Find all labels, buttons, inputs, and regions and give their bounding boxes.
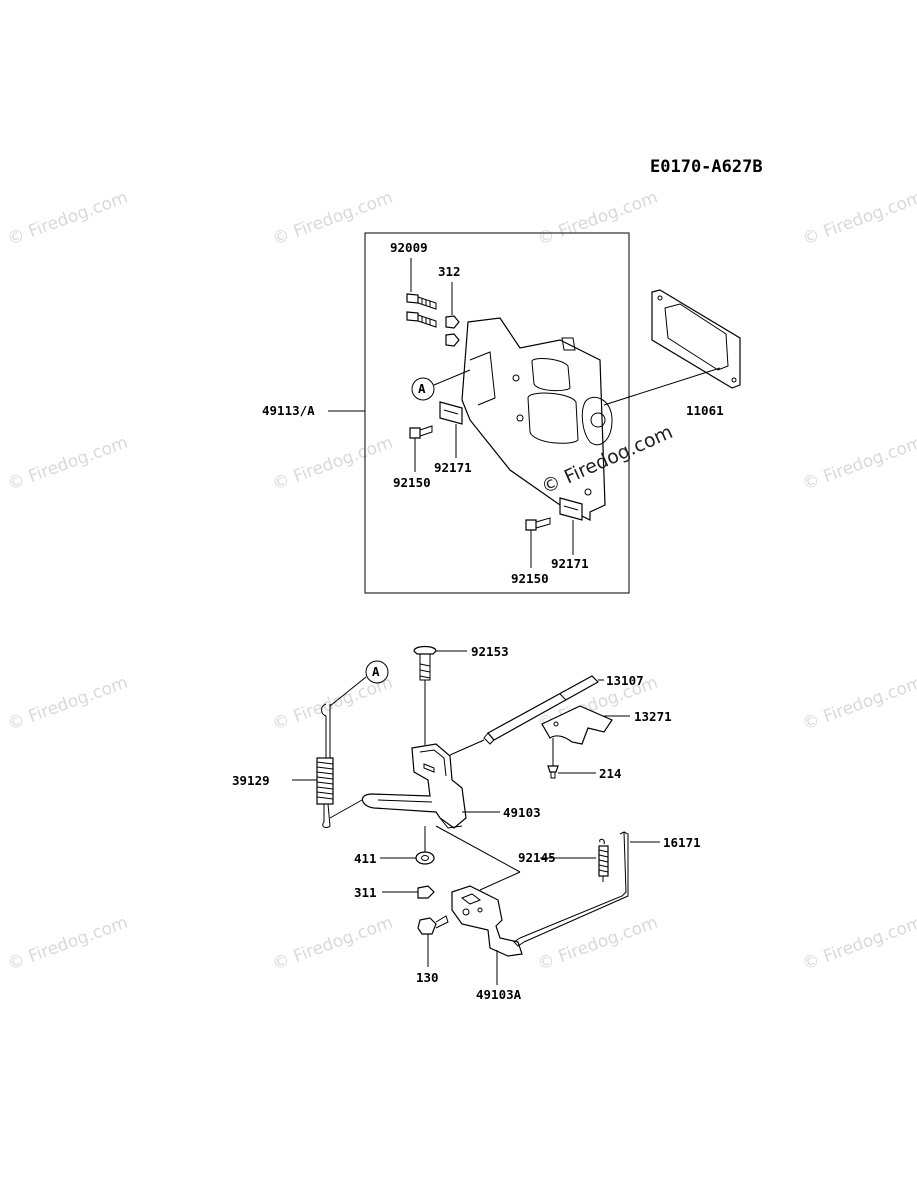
watermark: © Firedog.com bbox=[800, 913, 917, 975]
label-49103: 49103 bbox=[503, 805, 541, 820]
diagram-code: E0170-A627B bbox=[650, 157, 763, 177]
leader-callout-a-top bbox=[433, 369, 471, 386]
watermark: © Firedog.com bbox=[270, 188, 396, 250]
axis-92145-a bbox=[435, 825, 521, 873]
label-92150-left: 92150 bbox=[393, 475, 431, 490]
nut-312-upper bbox=[445, 315, 460, 329]
bolt-92150-left bbox=[409, 425, 433, 439]
label-13107: 13107 bbox=[606, 673, 644, 688]
watermark: © Firedog.com bbox=[800, 673, 917, 735]
leader-callout-a-bottom bbox=[329, 676, 367, 707]
watermark: © Firedog.com bbox=[5, 433, 131, 495]
label-92145: 92145 bbox=[518, 850, 556, 865]
label-130: 130 bbox=[416, 970, 439, 985]
label-13271: 13271 bbox=[634, 709, 672, 724]
axis-13107 bbox=[449, 739, 485, 756]
label-16171: 16171 bbox=[663, 835, 701, 850]
label-11061: 11061 bbox=[686, 403, 724, 418]
watermark: © Firedog.com bbox=[5, 673, 131, 735]
washer-411 bbox=[415, 851, 435, 865]
watermark: © Firedog.com bbox=[800, 188, 917, 250]
label-92171-right: 92171 bbox=[551, 556, 589, 571]
plate-13271 bbox=[541, 705, 613, 745]
label-312: 312 bbox=[438, 264, 461, 279]
bolt-92150-right bbox=[525, 517, 551, 531]
watermark: © Firedog.com bbox=[535, 913, 661, 975]
label-311: 311 bbox=[354, 885, 377, 900]
bolt-92009-upper bbox=[406, 293, 437, 310]
label-49113-a: 49113/A bbox=[262, 403, 315, 418]
watermark-grid: © Firedog.com © Firedog.com © Firedog.co… bbox=[5, 188, 917, 975]
spring-39129 bbox=[316, 703, 334, 829]
leader-11061 bbox=[603, 367, 721, 406]
watermark: © Firedog.com bbox=[270, 433, 396, 495]
shaft-13107 bbox=[483, 675, 599, 745]
lever-49103a bbox=[451, 885, 523, 957]
nut-312-lower bbox=[445, 333, 460, 347]
label-39129: 39129 bbox=[232, 773, 270, 788]
watermark: © Firedog.com bbox=[5, 913, 131, 975]
nut-311 bbox=[417, 885, 435, 899]
label-92171-left: 92171 bbox=[434, 460, 472, 475]
label-411: 411 bbox=[354, 851, 377, 866]
watermark: © Firedog.com bbox=[270, 913, 396, 975]
label-92009: 92009 bbox=[390, 240, 428, 255]
label-214: 214 bbox=[599, 766, 622, 781]
axis-39129 bbox=[329, 799, 363, 819]
bolt-92009-lower bbox=[406, 311, 437, 328]
watermark: © Firedog.com bbox=[5, 188, 131, 250]
lever-49103 bbox=[361, 743, 467, 829]
spring-92145 bbox=[598, 838, 609, 882]
callout-a-bottom-letter: A bbox=[372, 664, 380, 679]
screw-214 bbox=[547, 765, 559, 779]
clip-92171-left bbox=[439, 401, 463, 425]
bolt-92153 bbox=[413, 645, 437, 681]
callout-a-top bbox=[411, 377, 435, 401]
rod-16171 bbox=[513, 831, 629, 947]
clip-92171-right bbox=[559, 497, 583, 521]
assembly-box bbox=[364, 232, 630, 594]
label-92150-right: 92150 bbox=[511, 571, 549, 586]
label-49103a: 49103A bbox=[476, 987, 522, 1002]
bracket-plate bbox=[461, 317, 613, 521]
watermark: © Firedog.com bbox=[800, 433, 917, 495]
callout-a-bottom bbox=[365, 660, 389, 684]
callout-a-top-letter: A bbox=[418, 381, 426, 396]
bolt-130 bbox=[417, 915, 449, 935]
gasket-11061 bbox=[651, 289, 741, 389]
label-92153: 92153 bbox=[471, 644, 509, 659]
watermark: © Firedog.com bbox=[535, 188, 661, 250]
axis-92145-b bbox=[479, 871, 521, 891]
